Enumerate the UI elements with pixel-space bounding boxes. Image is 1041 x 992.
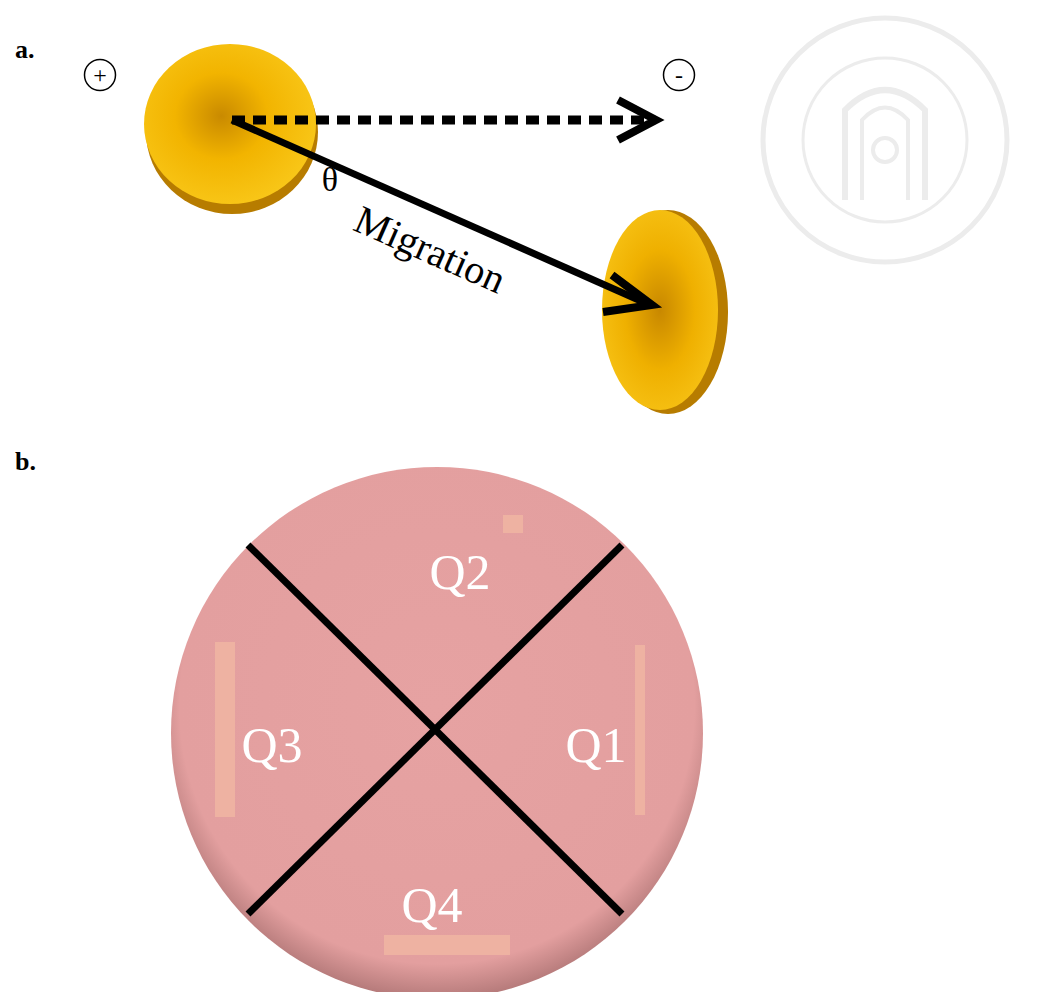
panel-letter: b. bbox=[15, 449, 36, 475]
migration-arrow bbox=[232, 120, 652, 312]
electrode-sign: + bbox=[83, 58, 117, 92]
watermark bbox=[763, 18, 1007, 262]
quadrant-label: Q1 bbox=[565, 720, 626, 770]
quadrant-label: Q4 bbox=[401, 880, 462, 930]
gold-disc bbox=[602, 210, 728, 414]
field-arrow bbox=[232, 100, 656, 140]
gold-disc bbox=[144, 44, 318, 214]
quadrant-label: Q2 bbox=[429, 547, 490, 597]
arrow-label: Migration bbox=[349, 199, 512, 300]
quadrant-label: Q3 bbox=[241, 720, 302, 770]
electrode-sign: - bbox=[662, 58, 696, 92]
sign-text: - bbox=[675, 63, 683, 87]
sign-text: + bbox=[93, 63, 107, 87]
panel-letter: a. bbox=[15, 37, 35, 63]
quadrant-dish bbox=[171, 467, 703, 992]
angle-symbol: θ bbox=[322, 163, 338, 197]
